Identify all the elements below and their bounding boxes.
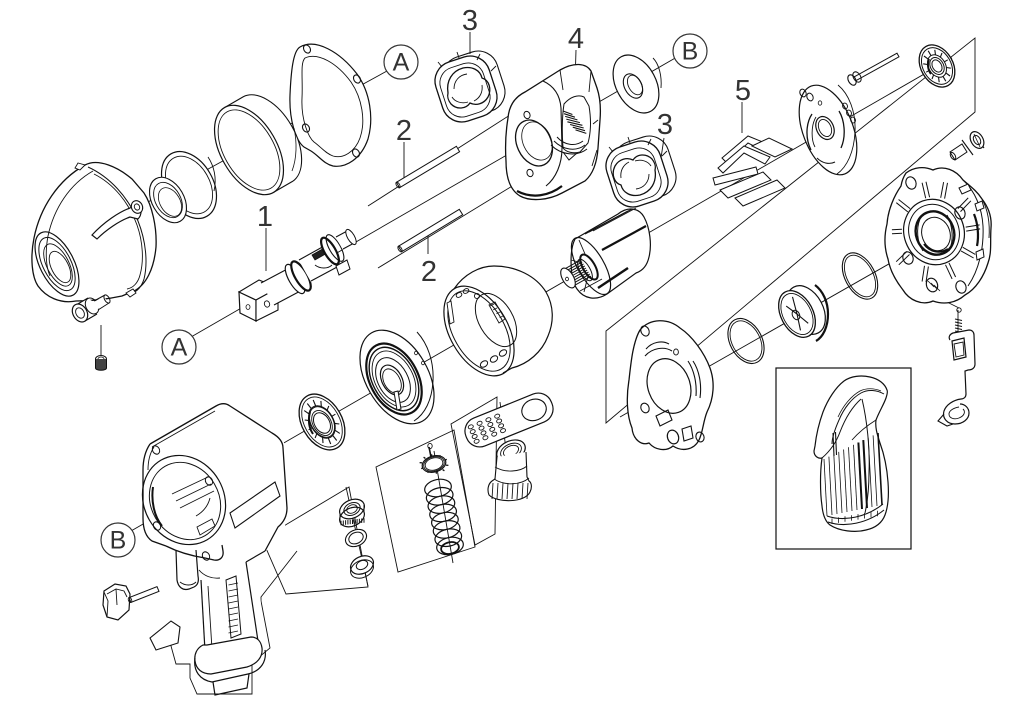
svg-text:3: 3: [657, 109, 673, 141]
svg-text:3: 3: [462, 5, 478, 37]
svg-text:B: B: [682, 38, 699, 66]
svg-text:2: 2: [421, 256, 437, 288]
svg-text:A: A: [393, 49, 410, 77]
svg-text:B: B: [110, 527, 127, 555]
svg-text:5: 5: [735, 75, 751, 107]
svg-text:1: 1: [257, 201, 273, 233]
svg-text:2: 2: [396, 115, 412, 147]
svg-text:A: A: [171, 334, 188, 362]
svg-text:4: 4: [568, 23, 584, 55]
